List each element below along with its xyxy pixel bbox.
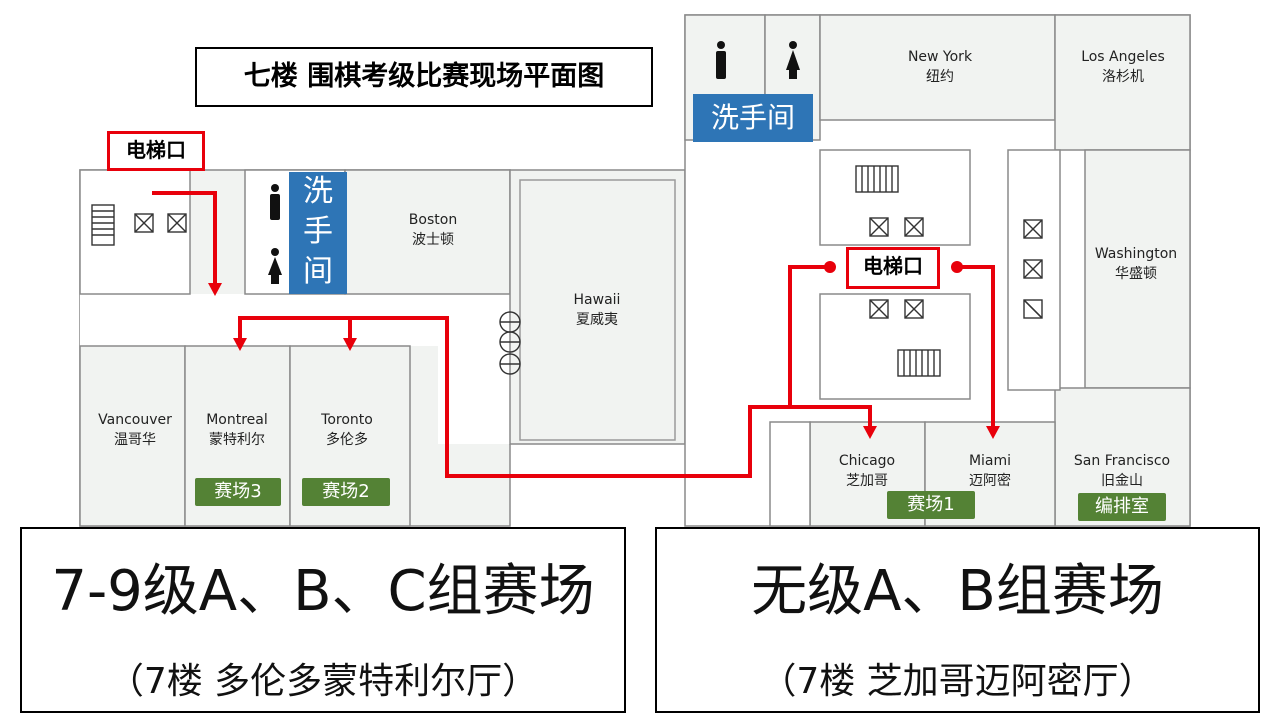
route-arrowhead <box>233 338 247 351</box>
room-name-zh: 纽约 <box>926 69 954 85</box>
room-name-zh: 洛杉机 <box>1102 69 1144 85</box>
page-title: 七楼 围棋考级比赛现场平面图 <box>195 47 653 107</box>
room-name-zh: 多伦多 <box>326 432 368 448</box>
room-name-en: Los Angeles <box>1081 49 1165 65</box>
elevator-label-left: 电梯口 <box>107 131 205 171</box>
room-label-chicago: Chicago 芝加哥 <box>807 451 927 491</box>
room-name-zh: 波士顿 <box>412 232 454 248</box>
elevator-label-center: 电梯口 <box>846 247 940 289</box>
building-walls <box>79 14 1191 527</box>
room-name-en: Vancouver <box>98 412 172 428</box>
stairs-icon <box>897 349 941 377</box>
info-box-right: 无级A、B组赛场 （7楼 芝加哥迈阿密厅） <box>655 527 1260 713</box>
hawaii-inner <box>519 179 676 441</box>
men-icon <box>270 41 726 220</box>
route-dot <box>824 261 836 273</box>
room-label-hawaii: Hawaii 夏威夷 <box>537 290 657 330</box>
women-icon <box>268 41 800 284</box>
room-label-new-york: New York 纽约 <box>880 47 1000 87</box>
info-box-sub: （7楼 芝加哥迈阿密厅） <box>760 661 1155 702</box>
room-hawaii <box>509 169 686 445</box>
route-line <box>788 265 827 407</box>
room-name-zh: 温哥华 <box>114 432 156 448</box>
room-label-toronto: Toronto 多伦多 <box>287 410 407 450</box>
stairs-icon <box>91 204 115 246</box>
room-name-zh: 华盛顿 <box>1115 266 1157 282</box>
room-label-washington: Washington 华盛顿 <box>1076 244 1196 284</box>
room-label-vancouver: Vancouver 温哥华 <box>75 410 195 450</box>
room-label-miami: Miami 迈阿密 <box>930 451 1050 491</box>
room-name-en: Montreal <box>206 412 268 428</box>
stairs-and-elevators <box>91 165 1043 377</box>
editing-room-tag: 编排室 <box>1078 493 1166 521</box>
elevator-icon <box>869 217 1043 319</box>
room-label-montreal: Montreal 蒙特利尔 <box>177 410 297 450</box>
room-label-san-francisco: San Francisco 旧金山 <box>1057 451 1187 491</box>
venue-tag-2: 赛场2 <box>302 478 390 506</box>
room-name-zh: 芝加哥 <box>846 473 888 489</box>
room-name-en: Hawaii <box>573 292 621 308</box>
room-label-los-angeles: Los Angeles 洛杉机 <box>1063 47 1183 87</box>
left-corridor-south <box>438 294 510 444</box>
venue-tag-1: 赛场1 <box>887 491 975 519</box>
room-name-en: Toronto <box>321 412 373 428</box>
restroom-pictograms <box>268 41 800 284</box>
room-los-angeles <box>1054 14 1191 151</box>
stairs-icon <box>855 165 899 193</box>
corridor-stub <box>769 421 811 527</box>
room-name-zh: 迈阿密 <box>969 473 1011 489</box>
room-name-en: San Francisco <box>1073 453 1171 469</box>
room-washington <box>1084 149 1191 389</box>
info-box-main: 无级A、B组赛场 <box>751 559 1164 624</box>
door-icon <box>499 311 521 375</box>
room-name-en: Miami <box>968 453 1012 469</box>
room-name-zh: 蒙特利尔 <box>209 432 265 448</box>
route-dot <box>951 261 963 273</box>
room-label-boston: Boston 波士顿 <box>373 210 493 250</box>
route-arrowhead <box>343 338 357 351</box>
route-arrowhead <box>986 426 1000 439</box>
room-vancouver <box>79 345 186 527</box>
info-box-main: 7-9级A、B、C组赛场 <box>51 559 595 624</box>
room-name-en: Washington <box>1094 246 1178 262</box>
restroom-char: 间 <box>303 254 333 289</box>
route-line <box>238 316 872 478</box>
elevator-icon <box>134 213 187 233</box>
room-name-zh: 夏威夷 <box>576 312 618 328</box>
route-lines <box>152 191 995 478</box>
info-box-left: 7-9级A、B、C组赛场 （7楼 多伦多蒙特利尔厅） <box>20 527 626 713</box>
restroom-label-right: 洗手间 <box>693 94 813 142</box>
room-name-zh: 旧金山 <box>1101 473 1143 489</box>
room-new-york <box>819 14 1056 121</box>
room-name-en: Chicago <box>838 453 896 469</box>
route-arrowheads <box>208 261 1000 439</box>
restroom-label-left: 洗 手 间 <box>289 172 347 294</box>
route-line <box>957 265 995 430</box>
route-arrowhead <box>208 283 222 296</box>
core-north <box>819 149 971 246</box>
route-line <box>152 191 217 285</box>
info-box-sub: （7楼 多伦多蒙特利尔厅） <box>107 661 539 702</box>
restroom-char: 手 <box>303 214 333 249</box>
core-south <box>819 293 971 400</box>
room-boston <box>344 169 511 295</box>
route-arrowhead <box>863 426 877 439</box>
restroom-char: 洗 <box>303 174 333 209</box>
room-name-en: Boston <box>408 212 458 228</box>
room-name-en: New York <box>907 49 973 65</box>
venue-tag-3: 赛场3 <box>195 478 281 506</box>
